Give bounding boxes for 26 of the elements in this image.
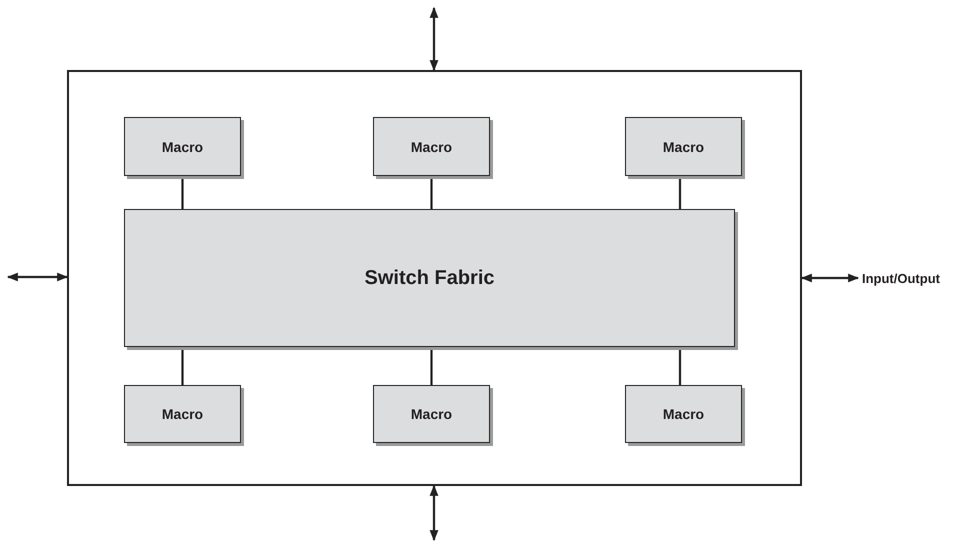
macro-box	[373, 385, 490, 443]
macro-box	[625, 385, 742, 443]
io-label: Input/Output	[862, 270, 940, 286]
connector-line	[430, 176, 433, 209]
box-label: Macro	[162, 406, 204, 422]
box-label: Macro	[662, 406, 704, 422]
double-arrow	[6, 272, 68, 282]
box-label: Macro	[662, 138, 704, 154]
switch-fabric-box	[124, 209, 735, 347]
box-label: Macro	[410, 406, 452, 422]
connector-line	[181, 347, 184, 385]
connector-line	[430, 347, 433, 385]
connector-line	[678, 176, 682, 209]
chip-outline	[67, 70, 802, 486]
double-arrow	[430, 484, 438, 542]
box-label: Switch Fabric	[364, 266, 495, 290]
box-label: Macro	[410, 138, 452, 154]
double-arrow	[800, 274, 860, 282]
connector-line	[678, 347, 682, 385]
double-arrow	[430, 6, 438, 72]
macro-box	[124, 385, 241, 443]
macro-box	[373, 117, 490, 176]
box-label: Macro	[162, 138, 204, 154]
connector-line	[181, 176, 184, 209]
macro-box	[124, 117, 241, 176]
macro-box	[625, 117, 742, 176]
